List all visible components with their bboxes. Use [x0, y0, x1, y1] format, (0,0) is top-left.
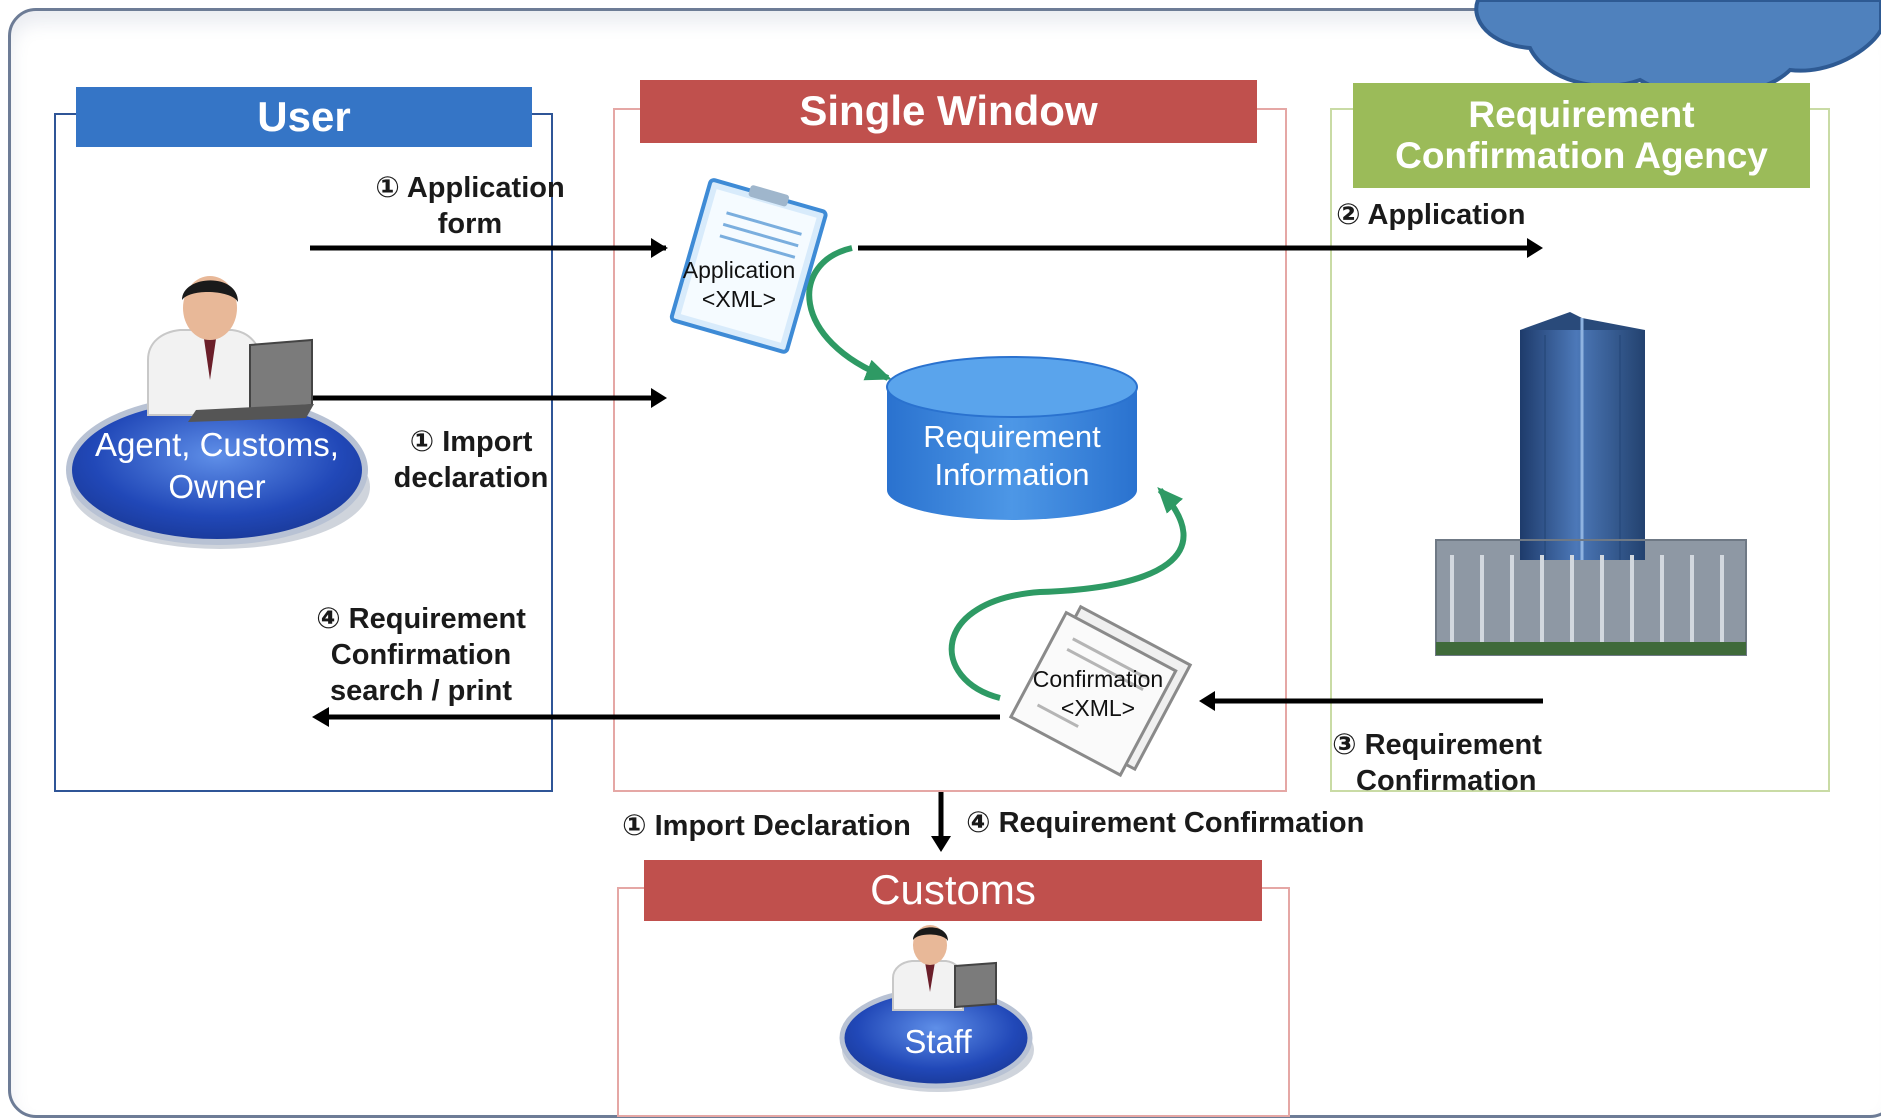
label-confirmation-to-user: ④ Requirement Confirmation search / prin…: [310, 601, 532, 709]
staff-label: Staff: [904, 1023, 972, 1060]
label-confirmation-from-agency: ③ Requirement Confirmation: [1332, 727, 1542, 799]
label-req-confirmation-customs: ④ Requirement Confirmation: [966, 807, 1365, 839]
single-window-header-title: Single Window: [799, 87, 1098, 135]
single-window-header: Single Window: [640, 80, 1257, 143]
staff-actor-figure: [839, 925, 1034, 1092]
label-import-declaration-line1: ① Import: [409, 426, 533, 458]
green-flow-application-to-db: [806, 245, 892, 381]
application-xml-label: Application <XML>: [674, 256, 804, 314]
confirmation-xml-document: [1008, 604, 1193, 778]
label-application-form: ① Application form: [370, 170, 570, 242]
label-application-to-agency: ② Application: [1336, 199, 1526, 231]
arrow-import-declaration-head: [651, 388, 667, 408]
application-xml-line1: Application: [682, 257, 796, 283]
label-application-form-line2: form: [437, 208, 503, 240]
requirement-information-database: [886, 356, 1138, 520]
label-confirmation-to-user-line1: ④ Requirement: [316, 603, 526, 635]
user-header-title: User: [257, 92, 351, 140]
user-actor-figure: [66, 276, 370, 549]
arrow-to-customs-head: [931, 836, 951, 852]
application-xml-document: [669, 178, 828, 354]
agency-header-line1: Requirement: [1468, 93, 1695, 135]
application-xml-line2: <XML>: [701, 286, 777, 312]
label-confirmation-to-user-line2: Confirmation: [330, 639, 512, 671]
database-label-line2: Information: [934, 457, 1090, 492]
arrow-application-form-head: [651, 238, 667, 258]
label-import-declaration-line2: declaration: [393, 462, 549, 494]
arrow-confirmation-from-agency-head: [1199, 691, 1215, 711]
confirmation-xml-label: Confirmation <XML>: [1028, 665, 1168, 723]
database-label: Requirement Information: [892, 418, 1132, 494]
user-actor-line1: Agent, Customs,: [95, 426, 339, 463]
confirmation-xml-line2: <XML>: [1060, 695, 1136, 721]
label-confirmation-from-agency-line1: ③ Requirement: [1332, 729, 1542, 761]
label-confirmation-to-user-line3: search / print: [329, 675, 513, 707]
agency-header: Requirement Confirmation Agency: [1353, 83, 1810, 188]
user-actor-label: Agent, Customs, Owner: [82, 424, 352, 508]
confirmation-xml-line1: Confirmation: [1032, 666, 1164, 692]
label-application-form-line1: ① Application: [375, 172, 565, 204]
label-confirmation-from-agency-line2: Confirmation: [1356, 765, 1537, 797]
user-header: User: [76, 87, 532, 147]
label-import-declaration: ① Import declaration: [388, 424, 554, 496]
customs-header: Customs: [644, 860, 1262, 921]
database-label-line1: Requirement: [923, 419, 1101, 454]
arrow-application-to-agency-head: [1527, 238, 1543, 258]
customs-header-title: Customs: [870, 866, 1036, 914]
user-actor-line2: Owner: [168, 468, 266, 505]
agency-building-image: [1435, 312, 1747, 656]
arrow-confirmation-to-user-head: [312, 707, 329, 727]
green-flow-confirmation-to-db: [948, 487, 1187, 701]
agency-header-line2: Confirmation Agency: [1395, 134, 1768, 176]
label-import-declaration-customs: ① Import Declaration: [622, 810, 911, 842]
